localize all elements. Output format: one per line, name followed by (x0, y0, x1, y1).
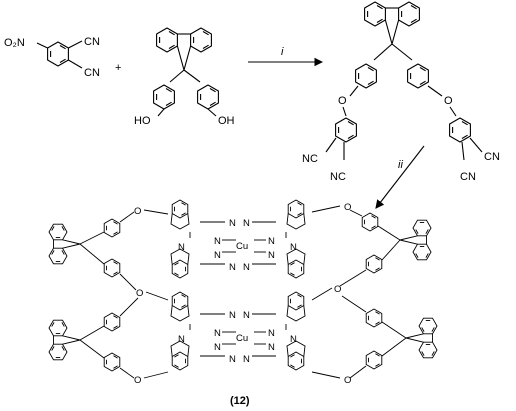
step-label: ii (398, 159, 403, 171)
nitrogen-label: N (268, 236, 275, 247)
cyano-label: CN (484, 151, 500, 163)
plus-sign: + (115, 62, 121, 74)
fluorene-linker-upper-left (49, 211, 137, 291)
hydroxyl-label: OH (218, 115, 235, 127)
nitrogen-label: N (268, 342, 275, 353)
cyano-label: NC (302, 153, 318, 165)
oxygen-label: O (344, 375, 351, 386)
reaction-arrow-step-1: i (248, 46, 324, 67)
nitrogen-label: N (214, 236, 221, 247)
nitrogen-label: N (243, 354, 250, 365)
step-label: i (281, 46, 284, 58)
cyano-label: CN (460, 171, 476, 183)
oxygen-label: O (444, 95, 453, 107)
nitrophthalonitrile: O₂N CN CN (4, 36, 100, 79)
oxygen-label: O (136, 288, 143, 299)
nitrogen-label: N (214, 342, 221, 353)
phthalocyanine-lower: N N N N N N N N Cu N N (171, 292, 305, 370)
nitrogen-label: N (290, 334, 297, 345)
nitrogen-label: N (214, 328, 221, 339)
oxygen-label: O (338, 95, 347, 107)
bis-phthalocyanine-product: N N N N N N N N Cu N N (49, 200, 437, 407)
bisphenol-fluorene: HO OH (134, 28, 235, 127)
nitrogen-label: N (229, 262, 236, 273)
nitrogen-label: N (268, 328, 275, 339)
nitrogen-label: N (268, 250, 275, 261)
nitrogen-label: N (214, 250, 221, 261)
nitrogen-label: N (178, 242, 185, 253)
copper-label: Cu (236, 333, 248, 344)
oxygen-label: O (134, 206, 141, 217)
oxygen-label: O (134, 375, 141, 386)
copper-label: Cu (236, 241, 248, 252)
cyano-label: CN (84, 67, 100, 79)
reaction-arrow-step-2: ii (375, 145, 425, 209)
nitrogen-label: N (229, 310, 236, 321)
nitrogen-label: N (229, 354, 236, 365)
bis-phthalonitrile: O O NC NC CN CN (302, 2, 500, 183)
nitrogen-label: N (229, 218, 236, 229)
nitrogen-label: N (243, 262, 250, 273)
fluorene-linker-upper-right (339, 209, 431, 287)
hydroxyl-label: HO (134, 115, 151, 127)
phthalocyanine-upper: N N N N N N N N Cu N N (171, 200, 305, 278)
nitrogen-label: N (243, 218, 250, 229)
cyano-label: CN (84, 36, 100, 48)
fluorene-linker-lower-left (49, 297, 139, 379)
nitro-label: O₂N (4, 37, 25, 49)
nitrogen-label: N (243, 310, 250, 321)
cyano-label: NC (330, 171, 346, 183)
oxygen-label: O (344, 202, 351, 213)
oxygen-label: O (334, 284, 341, 295)
nitrogen-label: N (178, 334, 185, 345)
compound-number: (12) (230, 395, 250, 407)
nitrogen-label: N (290, 242, 297, 253)
fluorene-linker-lower-right (341, 295, 437, 379)
